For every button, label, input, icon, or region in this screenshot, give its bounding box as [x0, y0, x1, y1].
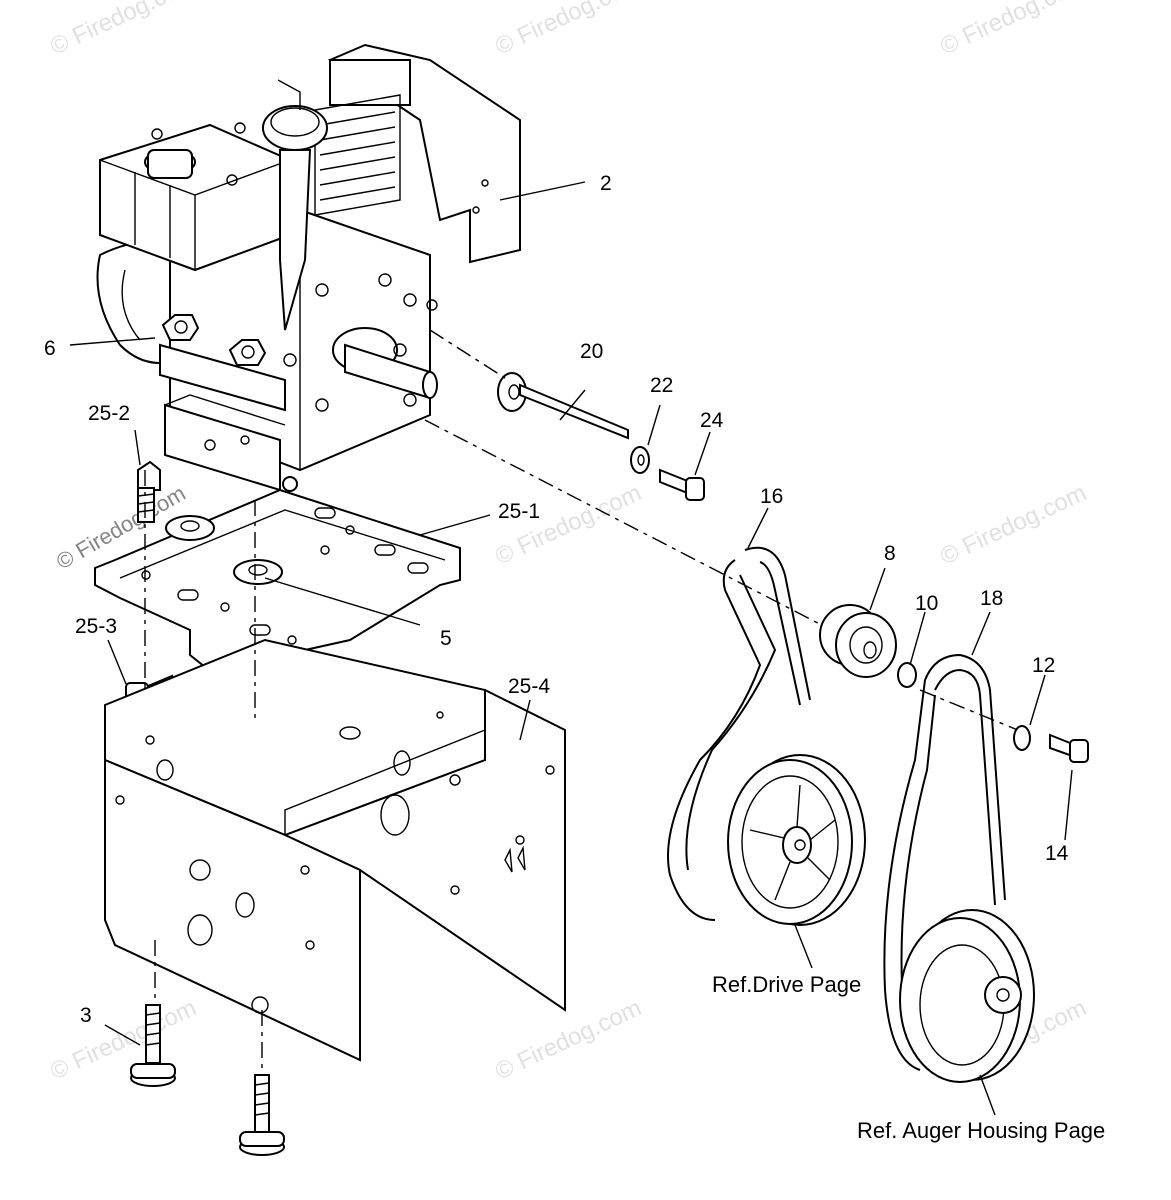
reference-labels: Ref.Drive Page Ref. Auger Housing Page	[712, 972, 1105, 1143]
oil-fill-tube	[262, 79, 328, 331]
label-20: 20	[580, 340, 603, 363]
label-22: 22	[650, 374, 673, 397]
spacer-10	[897, 662, 917, 688]
label-6: 6	[44, 337, 56, 360]
carriage-bolt	[239, 1074, 285, 1156]
auger-belt	[883, 653, 1006, 1071]
part-labels: 2 6 20 22 24 25-2 25-1 5 25-3 25-4 16 8 …	[44, 172, 1069, 1027]
label-25-4: 25-4	[508, 675, 550, 698]
mounting-rail	[159, 314, 298, 492]
drive-belt	[667, 546, 811, 921]
washer-22	[630, 446, 650, 474]
watermark: © Firedog.com	[46, 994, 200, 1085]
drive-pulley	[727, 754, 866, 926]
idler-pulley	[819, 604, 897, 678]
engine-shroud	[327, 43, 521, 264]
watermark: © Firedog.com	[936, 0, 1090, 60]
label-24: 24	[700, 409, 724, 432]
bolt-24	[659, 468, 705, 501]
hex-nut	[228, 339, 267, 366]
lock-washer	[233, 559, 283, 585]
hex-nut	[161, 314, 200, 341]
label-2: 2	[600, 172, 612, 195]
bolt-14	[1049, 733, 1089, 763]
pto-shaft	[283, 273, 438, 412]
watermark: © Firedog.com	[491, 994, 645, 1085]
label-25-3: 25-3	[75, 615, 117, 638]
ref-drive-page: Ref.Drive Page	[712, 972, 861, 997]
label-14: 14	[1045, 842, 1069, 865]
leader-lines	[69, 181, 1073, 1116]
label-5: 5	[440, 627, 452, 650]
lock-washer	[165, 515, 215, 541]
washer-12	[1013, 725, 1031, 751]
frame-box	[104, 638, 566, 1062]
watermark: © Firedog.com	[491, 0, 645, 60]
engine-block	[96, 79, 438, 492]
carriage-bolt	[130, 1004, 176, 1087]
auger-pulley	[899, 909, 1035, 1083]
center-lines	[144, 329, 1031, 1070]
watermark: © Firedog.com	[491, 479, 645, 570]
ref-auger-housing-page: Ref. Auger Housing Page	[857, 1118, 1105, 1143]
label-3: 3	[80, 1004, 92, 1027]
bolt-25-2	[137, 460, 161, 523]
label-8: 8	[884, 542, 896, 565]
pulley-washer-20	[497, 372, 629, 440]
label-10: 10	[915, 592, 938, 615]
watermark: © Firedog.com	[936, 479, 1090, 570]
cylinder-fins	[314, 94, 401, 216]
watermark: © Firedog.com	[46, 0, 200, 60]
label-16: 16	[760, 485, 783, 508]
label-18: 18	[980, 587, 1003, 610]
label-12: 12	[1032, 654, 1055, 677]
label-25-1: 25-1	[498, 500, 540, 523]
label-25-2: 25-2	[88, 402, 130, 425]
